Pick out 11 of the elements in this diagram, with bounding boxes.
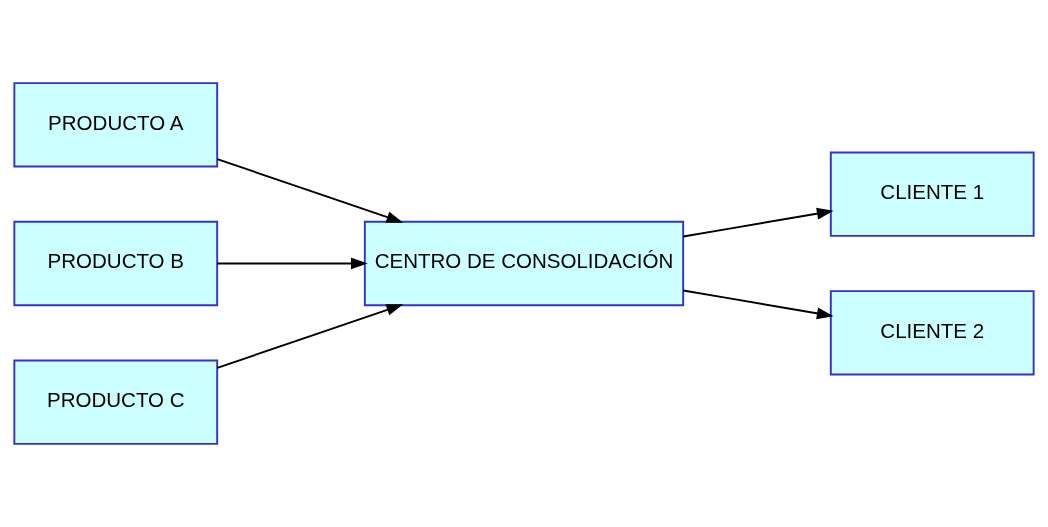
arrow bbox=[216, 158, 404, 223]
node-box: CLIENTE 1 bbox=[829, 151, 1035, 237]
node-box: PRODUCTO C bbox=[13, 359, 219, 445]
node-box: CLIENTE 2 bbox=[829, 290, 1035, 376]
arrow bbox=[682, 207, 834, 238]
node-box: PRODUCTO B bbox=[13, 220, 219, 307]
node-box: PRODUCTO A bbox=[13, 82, 219, 168]
arrow bbox=[682, 289, 834, 320]
arrow bbox=[216, 257, 368, 270]
arrow bbox=[216, 304, 404, 369]
node-box: CENTRO DE CONSOLIDACIÓN bbox=[363, 220, 685, 307]
